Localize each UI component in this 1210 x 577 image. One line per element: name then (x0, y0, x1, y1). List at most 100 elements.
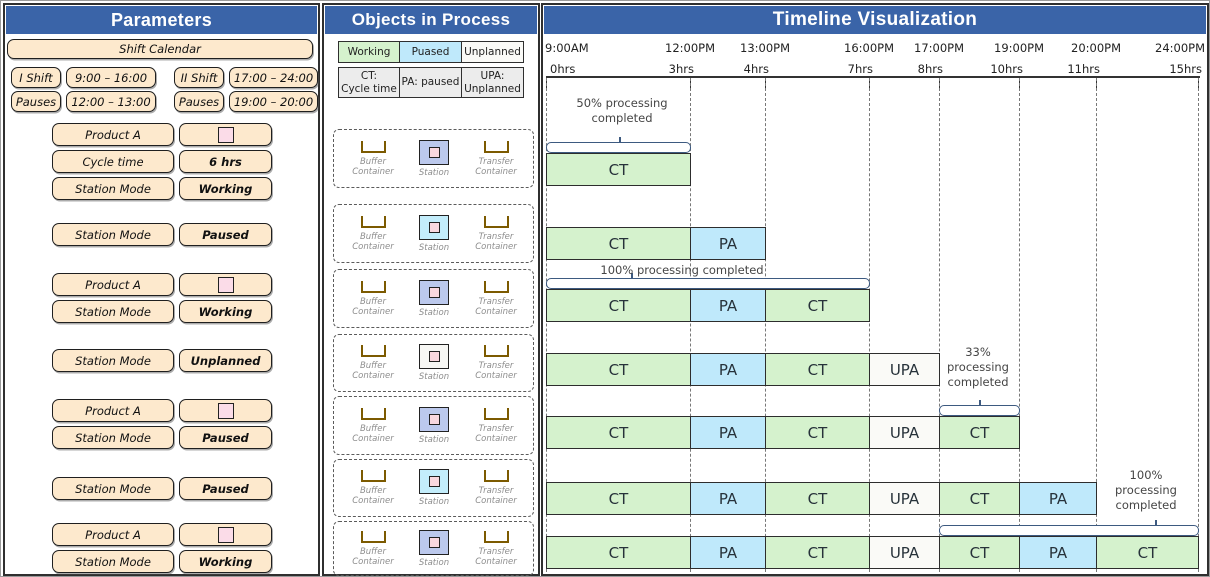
param-label-button[interactable]: Product A (52, 273, 174, 296)
axis-gridline (690, 78, 691, 572)
station-icon (419, 344, 449, 369)
legend-status-paused: Puased (399, 41, 462, 63)
objects-header: Objects in Process (325, 6, 537, 34)
product-color-swatch (217, 402, 234, 419)
transfer-container-icon (483, 470, 509, 482)
param-value-button[interactable]: Working (179, 550, 272, 573)
timeline-bar-working: CT (939, 536, 1020, 569)
shift-time-button[interactable]: 9:00 – 16:00 (66, 67, 156, 88)
clock-label: 19:00PM (994, 41, 1044, 55)
timeline-bar-working: CT (546, 153, 691, 186)
shift-label-button[interactable]: Pauses (11, 91, 61, 112)
transfer-container-icon (483, 215, 509, 228)
param-label-button[interactable]: Station Mode (52, 177, 174, 200)
axis-gridline (1096, 78, 1097, 572)
buffer-container: Buffer Container (342, 335, 404, 391)
shift-label-button[interactable]: II Shift (174, 67, 224, 88)
shift-calendar-button[interactable]: Shift Calendar (7, 39, 313, 59)
clock-label: 20:00PM (1071, 41, 1121, 55)
clock-label: 9:00AM (545, 41, 589, 55)
transfer-container: Transfer Container (465, 460, 527, 516)
param-value-button[interactable] (179, 123, 272, 146)
param-value-button[interactable]: Paused (179, 223, 272, 246)
completion-annotation: 33% processing completed (947, 345, 1009, 389)
hour-label: 11hrs (1067, 62, 1100, 76)
param-value-button[interactable]: Unplanned (179, 349, 272, 372)
hour-label: 3hrs (668, 62, 694, 76)
station-label: Station (418, 434, 450, 445)
transfer-container-icon (483, 407, 509, 420)
timeline-bar-working: CT (546, 482, 691, 515)
param-label-button[interactable]: Product A (52, 523, 174, 546)
brace-notch (1155, 520, 1157, 526)
clock-label: 16:00PM (844, 41, 894, 55)
hour-label: 8hrs (917, 62, 943, 76)
station-part-icon (428, 413, 440, 425)
shift-label-button[interactable]: I Shift (11, 67, 61, 88)
timeline-bar-unplanned: UPA (869, 536, 940, 569)
station-label: Station (418, 307, 450, 318)
param-label-button[interactable]: Product A (52, 123, 174, 146)
product-color-swatch (217, 126, 234, 143)
clock-label: 17:00PM (914, 41, 964, 55)
buffer-container-label: Buffer Container (352, 546, 394, 567)
station-column: Station (404, 335, 464, 391)
transfer-container-label: Transfer Container (475, 361, 517, 381)
param-label-button[interactable]: Station Mode (52, 477, 174, 500)
timeline-bar-working: CT (546, 416, 691, 449)
completion-brace (546, 137, 691, 153)
buffer-container-icon (360, 345, 386, 357)
parameters-title: Parameters (110, 9, 213, 30)
timeline-bar-working: CT (939, 416, 1020, 449)
param-label-button[interactable]: Station Mode (52, 300, 174, 323)
param-value-button[interactable]: Paused (179, 426, 272, 449)
transfer-container-label: Transfer Container (475, 296, 517, 317)
transfer-container-icon (483, 530, 509, 543)
timeline-bar-paused: PA (690, 353, 766, 386)
hour-label: 0hrs (550, 62, 576, 76)
param-label-button[interactable]: Cycle time (52, 150, 174, 173)
station-icon (419, 469, 449, 494)
buffer-container-icon (360, 140, 386, 153)
param-label-button[interactable]: Station Mode (52, 349, 174, 372)
buffer-container-icon (360, 215, 386, 228)
station-label: Station (418, 497, 450, 507)
shift-time-button[interactable]: 17:00 – 24:00 (229, 67, 318, 88)
param-value-button[interactable]: Working (179, 177, 272, 200)
buffer-container-label: Buffer Container (352, 486, 394, 506)
transfer-container-icon (483, 280, 509, 293)
param-value-button[interactable]: 6 hrs (179, 150, 272, 173)
param-label-button[interactable]: Station Mode (52, 426, 174, 449)
clock-label: 12:00PM (665, 41, 715, 55)
param-value-button[interactable] (179, 273, 272, 296)
station-part-icon (428, 351, 440, 362)
param-value-button[interactable] (179, 523, 272, 546)
timeline-bar-working: CT (546, 353, 691, 386)
completion-annotation: 100% processing completed (1115, 468, 1177, 512)
shift-label-button[interactable]: Pauses (174, 91, 224, 112)
buffer-container-label: Buffer Container (352, 296, 394, 317)
transfer-container: Transfer Container (465, 205, 527, 262)
timeline-bar-unplanned: UPA (869, 353, 940, 386)
param-label-button[interactable]: Product A (52, 399, 174, 422)
buffer-container-label: Buffer Container (352, 156, 394, 177)
completion-brace (939, 520, 1199, 536)
station-column: Station (404, 397, 464, 454)
param-label-button[interactable]: Station Mode (52, 223, 174, 246)
shift-time-button[interactable]: 19:00 – 20:00 (229, 91, 318, 112)
param-label-button[interactable]: Station Mode (52, 550, 174, 573)
shift-time-button[interactable]: 12:00 – 13:00 (66, 91, 156, 112)
transfer-container-icon (483, 345, 509, 357)
product-color-swatch (217, 526, 234, 543)
param-value-button[interactable] (179, 399, 272, 422)
buffer-container: Buffer Container (342, 460, 404, 516)
timeline-bar-paused: PA (690, 482, 766, 515)
timeline-bar-working: CT (546, 227, 691, 260)
param-value-button[interactable]: Paused (179, 477, 272, 500)
clock-label: 13:00PM (740, 41, 790, 55)
param-value-button[interactable]: Working (179, 300, 272, 323)
